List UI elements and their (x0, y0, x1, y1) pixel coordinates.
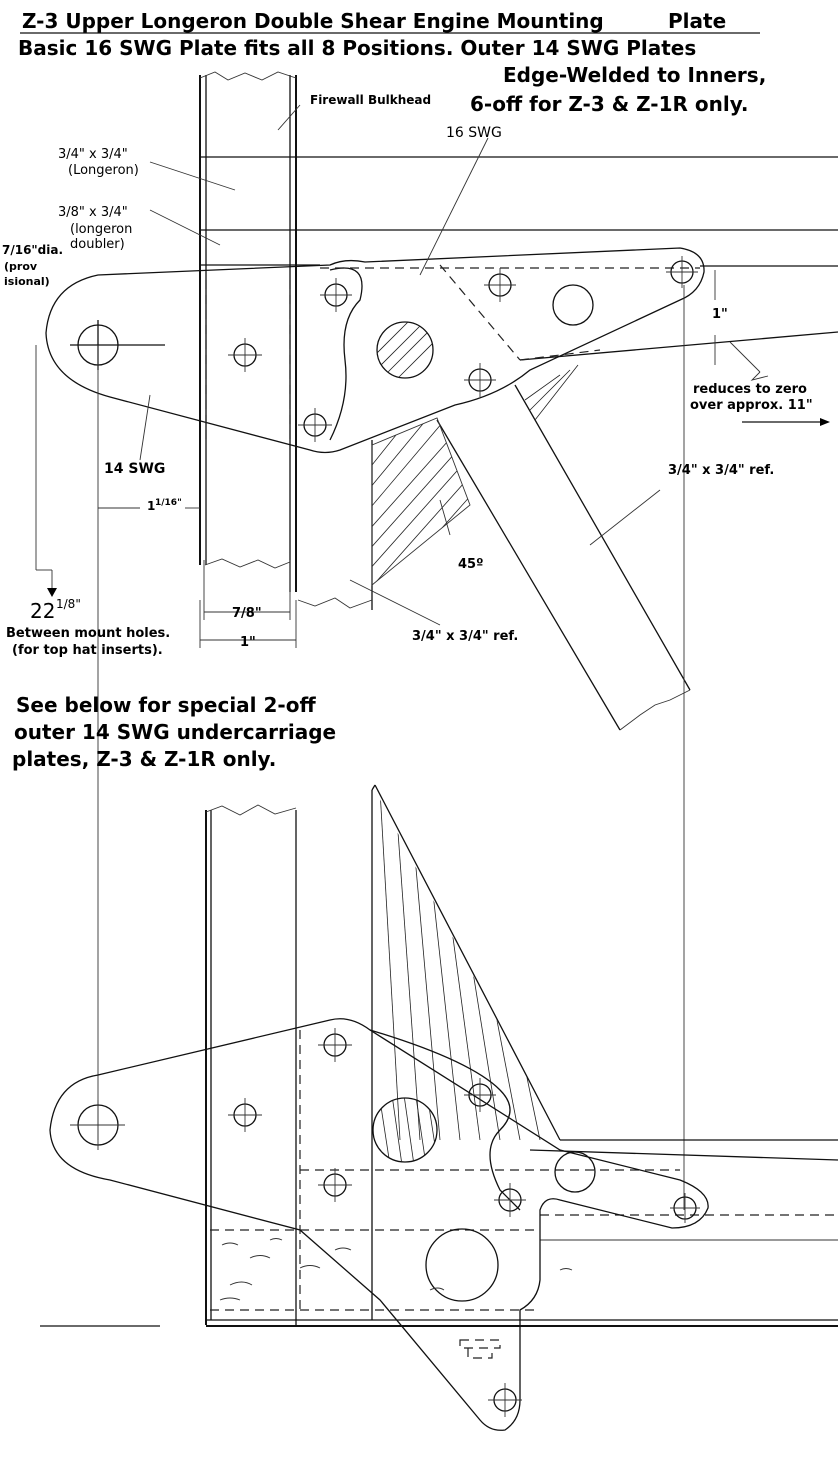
label-ref2: 3/4" x 3/4" ref. (412, 629, 518, 644)
label-hole1: 7/16"dia. (2, 243, 63, 257)
label-hole3: isional) (4, 275, 50, 288)
label-firewall: Firewall Bulkhead (310, 93, 431, 107)
label-longeron1: 3/4" x 3/4" (58, 147, 128, 162)
title-line3: Edge-Welded to Inners, (503, 63, 766, 87)
label-longeron2: (Longeron) (68, 163, 139, 178)
label-reduces2: over approx. 11" (690, 398, 813, 413)
label-dim-1-16-sup: 1/16" (155, 498, 182, 508)
label-dim-22-sup: 1/8" (56, 597, 81, 611)
label-doubler2: (longeron (70, 222, 132, 237)
seebelow-line3: plates, Z-3 & Z-1R only. (12, 747, 276, 771)
title-line4: 6-off for Z-3 & Z-1R only. (470, 92, 749, 116)
label-14swg: 14 SWG (104, 461, 165, 477)
label-doubler3: doubler) (70, 237, 125, 252)
label-hole2: (prov (4, 260, 38, 273)
label-between2: (for top hat inserts). (12, 643, 163, 658)
label-16swg: 16 SWG (446, 125, 502, 141)
title-line1: Z-3 Upper Longeron Double Shear Engine M… (22, 9, 604, 33)
label-doubler1: 3/8" x 3/4" (58, 205, 128, 220)
label-ref1: 3/4" x 3/4" ref. (668, 463, 774, 478)
label-dim-22: 22 (30, 599, 55, 623)
label-dim-1inch: 1" (712, 307, 728, 322)
seebelow-line2: outer 14 SWG undercarriage (14, 720, 336, 744)
label-angle: 45º (458, 557, 483, 572)
label-dim-1-16: 1 (147, 499, 155, 513)
label-between1: Between mount holes. (6, 626, 170, 641)
title-line1-suffix: Plate (668, 9, 726, 33)
label-dim-7-8: 7/8" (232, 606, 262, 621)
label-dim-1b: 1" (240, 635, 256, 650)
title-line2: Basic 16 SWG Plate fits all 8 Positions.… (18, 36, 696, 60)
seebelow-line1: See below for special 2-off (16, 693, 316, 717)
label-reduces1: reduces to zero (693, 382, 807, 397)
